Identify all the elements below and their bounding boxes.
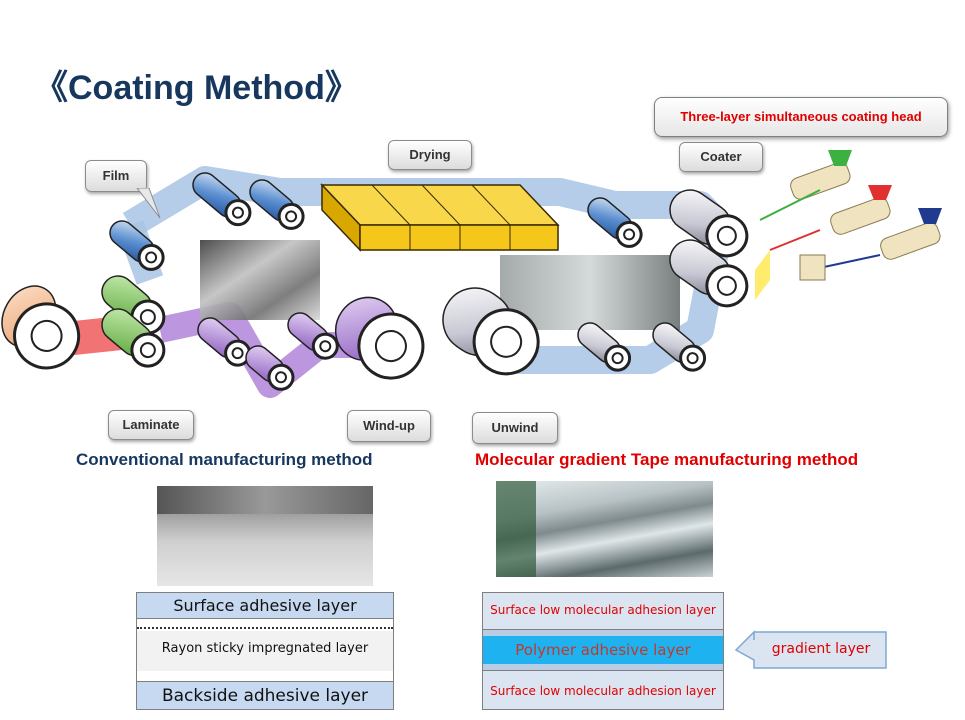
gradient-layer-callout-shape (734, 630, 887, 669)
coater-label: Coater (679, 142, 763, 172)
conventional-heading: Conventional manufacturing method (76, 450, 373, 469)
conventional-process-photo (157, 486, 373, 586)
unwind-label: Unwind (472, 412, 558, 444)
surface-low-molecular-layer-bottom: Surface low molecular adhesion layer (483, 673, 723, 709)
coating-head-machines (755, 150, 942, 300)
gradient-layer-stack: Surface low molecular adhesion layer Pol… (482, 592, 724, 710)
machine-photo-left (200, 240, 320, 320)
gradient-heading: Molecular gradient Tape manufacturing me… (475, 450, 859, 469)
polymer-adhesive-layer: Polymer adhesive layer (483, 636, 723, 664)
rollers (1, 172, 749, 391)
surface-adhesive-layer: Surface adhesive layer (137, 593, 393, 619)
drying-label: Drying (388, 140, 472, 170)
gradient-layer-callout: gradient layer (771, 641, 871, 657)
backside-adhesive-layer: Backside adhesive layer (137, 681, 393, 709)
drying-oven (320, 183, 560, 252)
coating-process-diagram (1, 150, 942, 398)
wind-up-label: Wind-up (347, 410, 431, 442)
conventional-layer-stack: Surface adhesive layer Rayon sticky impr… (136, 592, 394, 710)
rayon-impregnated-layer: Rayon sticky impregnated layer (137, 631, 393, 671)
film-callout-pointer (136, 188, 161, 219)
gradient-process-photo (496, 481, 713, 577)
page-title: 《Coating Method》 (34, 69, 359, 107)
machine-photo-right (500, 255, 680, 330)
coating-head-callout: Three-layer simultaneous coating head (654, 97, 948, 137)
surface-low-molecular-layer-top: Surface low molecular adhesion layer (483, 593, 723, 629)
film-label: Film (85, 160, 147, 192)
laminate-label: Laminate (108, 410, 194, 440)
